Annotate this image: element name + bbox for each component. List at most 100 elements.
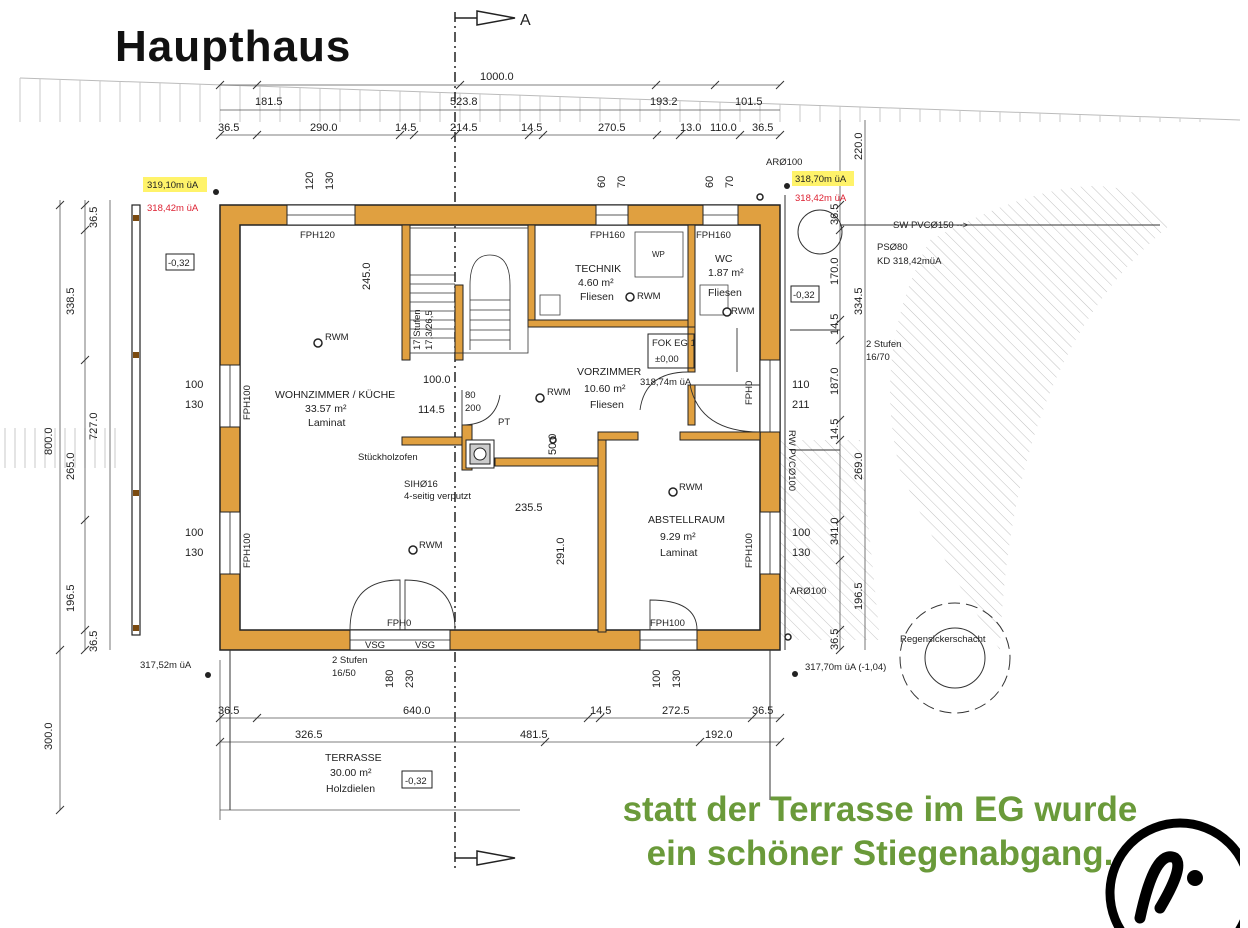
level-box-left: -0,32 <box>168 258 190 269</box>
terrain-ruler <box>19 77 1241 121</box>
level-fok-abs: 318,74m üA <box>640 377 692 388</box>
dim-tick <box>675 130 685 140</box>
stufen2-right-label: 2 Stufen <box>866 339 901 350</box>
dim-right-5: 14.5 <box>829 419 841 440</box>
dim-tick <box>455 80 465 90</box>
dim-tick <box>835 335 845 345</box>
win-100-b: 100 <box>651 670 663 688</box>
dim-tick <box>80 625 90 635</box>
door-200: 200 <box>465 403 481 414</box>
dim-tick <box>835 315 845 325</box>
dim-tick <box>80 355 90 365</box>
floor-plan: A <box>4 10 1241 870</box>
dim-bot-r2-2: 192.0 <box>705 729 733 741</box>
rwm-label-4: RWM <box>547 387 571 398</box>
sih-label: SIHØ16 <box>404 479 438 490</box>
win-110-r: 110 <box>792 379 810 391</box>
ar100-top-label: ARØ100 <box>766 157 802 168</box>
room-technik-name: TECHNIK <box>575 263 621 275</box>
win-130-v: 130 <box>324 172 336 190</box>
dim-right-3: 14.5 <box>829 314 841 335</box>
dim-bot-r1-1: 640.0 <box>403 705 431 717</box>
dim-right-0: 36.5 <box>829 204 841 225</box>
dim-tick <box>524 130 534 140</box>
level-top-left-yellow: 319,10m üA <box>147 180 199 191</box>
room-terrasse-area: 30.00 m² <box>330 767 372 779</box>
room-wohnzimmer-floor: Laminat <box>308 417 345 429</box>
dim-top-r3-5: 270.5 <box>598 122 626 134</box>
stairs <box>409 227 529 354</box>
win-130-r: 130 <box>792 547 810 559</box>
win-130-l2: 130 <box>185 547 203 559</box>
dim-tick <box>55 805 65 815</box>
level-fok-val: ±0,00 <box>655 354 679 365</box>
dim-bot-r1-2: 14.5 <box>590 705 611 717</box>
dim-right-1: 170.0 <box>829 257 841 285</box>
room-technik-area: 4.60 m² <box>578 277 614 289</box>
room-wc-floor: Fliesen <box>708 287 742 299</box>
terrace-outline <box>229 650 771 810</box>
dim-int-245: 245.0 <box>361 262 373 290</box>
stufen17-dim: 17,3/26,5 <box>424 310 435 350</box>
terrain-hatch-small <box>780 440 880 640</box>
dim-tick <box>252 130 262 140</box>
left-elevation <box>131 204 141 636</box>
left-elevation-marks <box>133 215 139 631</box>
pt-label: PT <box>498 417 510 428</box>
sw-label: SW PVCØ150 --> <box>893 220 969 231</box>
dim-left-0: 36.5 <box>88 207 100 228</box>
stufen2-bottom-dim: 16/50 <box>332 668 356 679</box>
dim-tick <box>651 80 661 90</box>
vsg-label-a: VSG <box>365 640 385 651</box>
dim-tick <box>252 713 262 723</box>
dim-tick <box>835 415 845 425</box>
dim-tick <box>835 555 845 565</box>
level-bottom-right: 317,70m üA (-1,04) <box>805 662 886 673</box>
room-abstellraum-floor: Laminat <box>660 547 697 559</box>
note-overlay: statt der Terrasse im EG wurde ein schön… <box>520 788 1240 876</box>
dim-tick <box>835 225 845 235</box>
rwm-label-1: RWM <box>325 332 349 343</box>
section-label-a: A <box>520 12 531 29</box>
dim-top-r3-7: 110.0 <box>710 122 737 134</box>
dim-left-4: 196.5 <box>65 584 77 612</box>
dim-bot-r1-0: 36.5 <box>218 705 239 717</box>
dim-right-7: 341.0 <box>829 517 841 545</box>
level-top-left-red: 318,42m üA <box>147 203 199 214</box>
dim-tick <box>80 200 90 210</box>
level-symbols <box>205 183 798 678</box>
window-labels: 120 130 60 70 60 70 100 130 100 130 110 … <box>185 172 810 688</box>
highlight-left <box>143 177 207 192</box>
ofen-label: Stückholzofen <box>358 452 418 463</box>
win-130-l1: 130 <box>185 399 203 411</box>
win-70-a: 70 <box>616 176 628 188</box>
dim-tick <box>55 200 65 210</box>
dim-bot-r2-0: 326.5 <box>295 729 323 741</box>
dim-right-4: 187.0 <box>829 367 841 395</box>
dim-tick <box>595 713 605 723</box>
dim-top-r3-8: 36.5 <box>752 122 773 134</box>
room-vorzimmer-area: 10.60 m² <box>584 383 626 395</box>
dim-top-r2-1: 523.8 <box>450 96 478 108</box>
ar100-bottom-label: ARØ100 <box>790 586 826 597</box>
dim-left-5: 36.5 <box>88 631 100 652</box>
dim-tick <box>747 713 757 723</box>
win-60-b: 60 <box>704 176 716 188</box>
outer-wall <box>219 204 781 651</box>
fph120-label: FPH120 <box>300 230 335 241</box>
fph100-label-l2: FPH100 <box>242 533 253 568</box>
win-230-b: 230 <box>404 670 416 688</box>
level-box-right: -0,32 <box>793 290 815 301</box>
dim-tick <box>80 515 90 525</box>
dim-tick <box>583 713 593 723</box>
dim-right-9: 36.5 <box>829 629 841 650</box>
dimension-lines <box>59 84 866 820</box>
dim-int-50: 50.0 <box>547 434 559 455</box>
dim-top-r2-0: 181.5 <box>255 96 283 108</box>
dim-tick <box>775 80 785 90</box>
dim-tick <box>215 713 225 723</box>
win-180-b: 180 <box>384 670 396 688</box>
room-wc-area: 1.87 m² <box>708 267 744 279</box>
dim-top-r3-2: 14.5 <box>395 122 416 134</box>
sih2-label: 4-seitig verputzt <box>404 491 471 502</box>
